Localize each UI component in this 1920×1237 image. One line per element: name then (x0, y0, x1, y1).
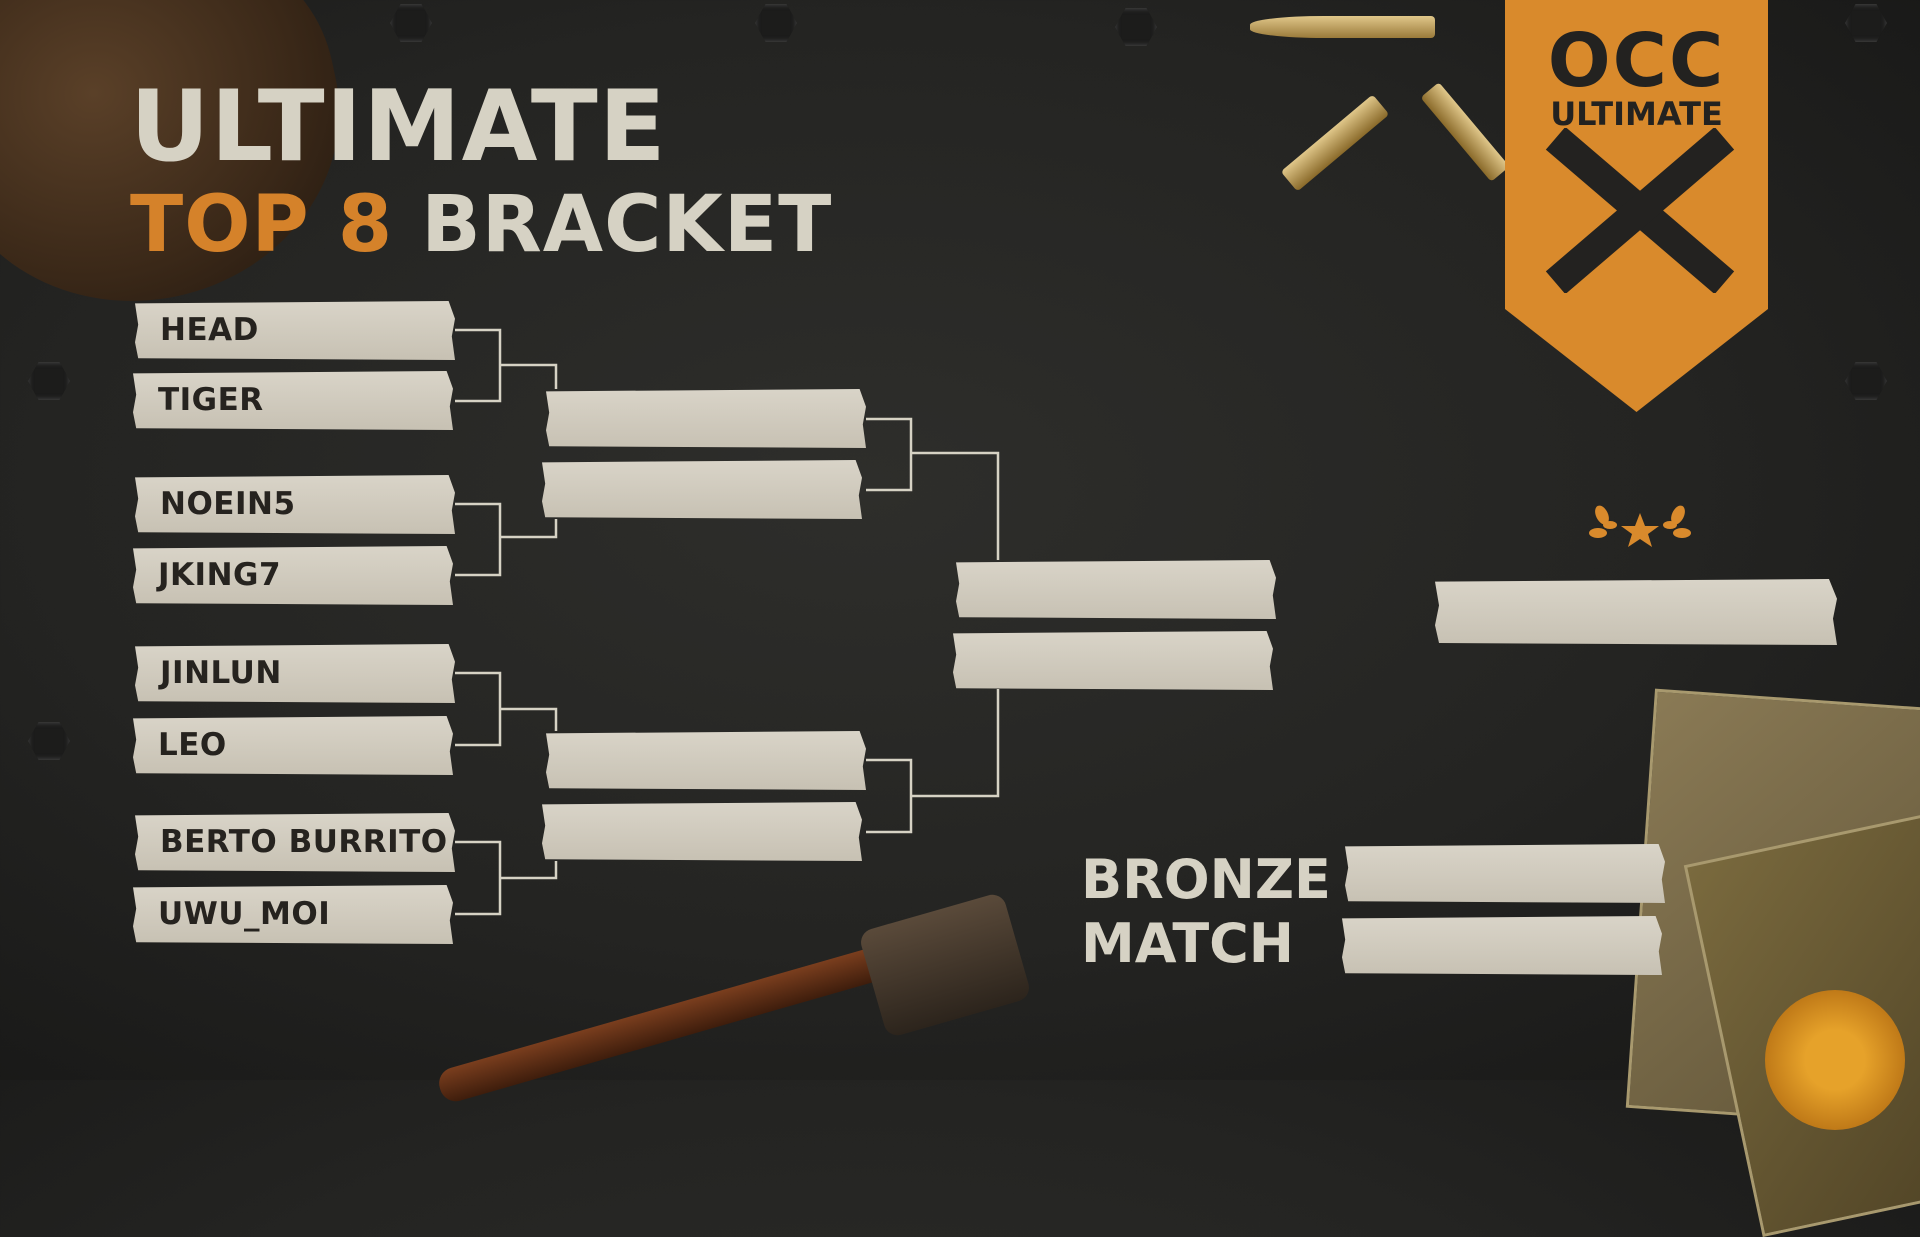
connector-line (455, 840, 558, 916)
champion-slot[interactable] (1435, 579, 1837, 645)
bronze-slot[interactable] (1342, 916, 1662, 975)
round1-slot[interactable]: JINLUN (135, 644, 455, 703)
round2-slot[interactable] (542, 802, 862, 861)
round1-slot[interactable]: HEAD (135, 301, 455, 360)
round2-slot[interactable] (546, 389, 866, 448)
title-top8: TOP 8 (130, 180, 394, 270)
laurel-star-icon (1589, 505, 1691, 547)
connector-line (455, 328, 558, 403)
round2-slot[interactable] (546, 731, 866, 790)
round1-slot[interactable]: BERTO BURRITO (135, 813, 455, 872)
connector-line (866, 689, 1000, 834)
logo-ultimate-text: ULTIMATE (1550, 95, 1723, 133)
logo-occ-text: OCC (1547, 18, 1726, 104)
semifinal-slot[interactable] (953, 631, 1273, 690)
title-bracket: TOP 8 BRACKET (130, 180, 832, 270)
bronze-label-line1: BRONZE (1081, 848, 1331, 911)
connector-line (455, 671, 558, 747)
round2-slot[interactable] (542, 460, 862, 519)
bronze-slot[interactable] (1345, 844, 1665, 903)
round1-slot[interactable]: TIGER (133, 371, 453, 430)
bolt-decoration (1845, 362, 1887, 400)
connector-line (455, 502, 558, 577)
bronze-label-line2: MATCH (1081, 912, 1294, 975)
connector-line (866, 417, 1000, 560)
round1-slot[interactable]: NOEIN5 (135, 475, 455, 534)
bracket-lines (455, 328, 1000, 916)
bullet-decoration (1250, 16, 1435, 38)
round1-slot[interactable]: UWU_MOI (133, 885, 453, 944)
title-bracket-word: BRACKET (421, 180, 833, 270)
bolt-decoration (28, 362, 70, 400)
title-ultimate: ULTIMATE (130, 70, 667, 184)
semifinal-slot[interactable] (956, 560, 1276, 619)
logo-x-icon (1545, 128, 1735, 293)
round1-slot[interactable]: LEO (133, 716, 453, 775)
round1-slot[interactable]: JKING7 (133, 546, 453, 605)
